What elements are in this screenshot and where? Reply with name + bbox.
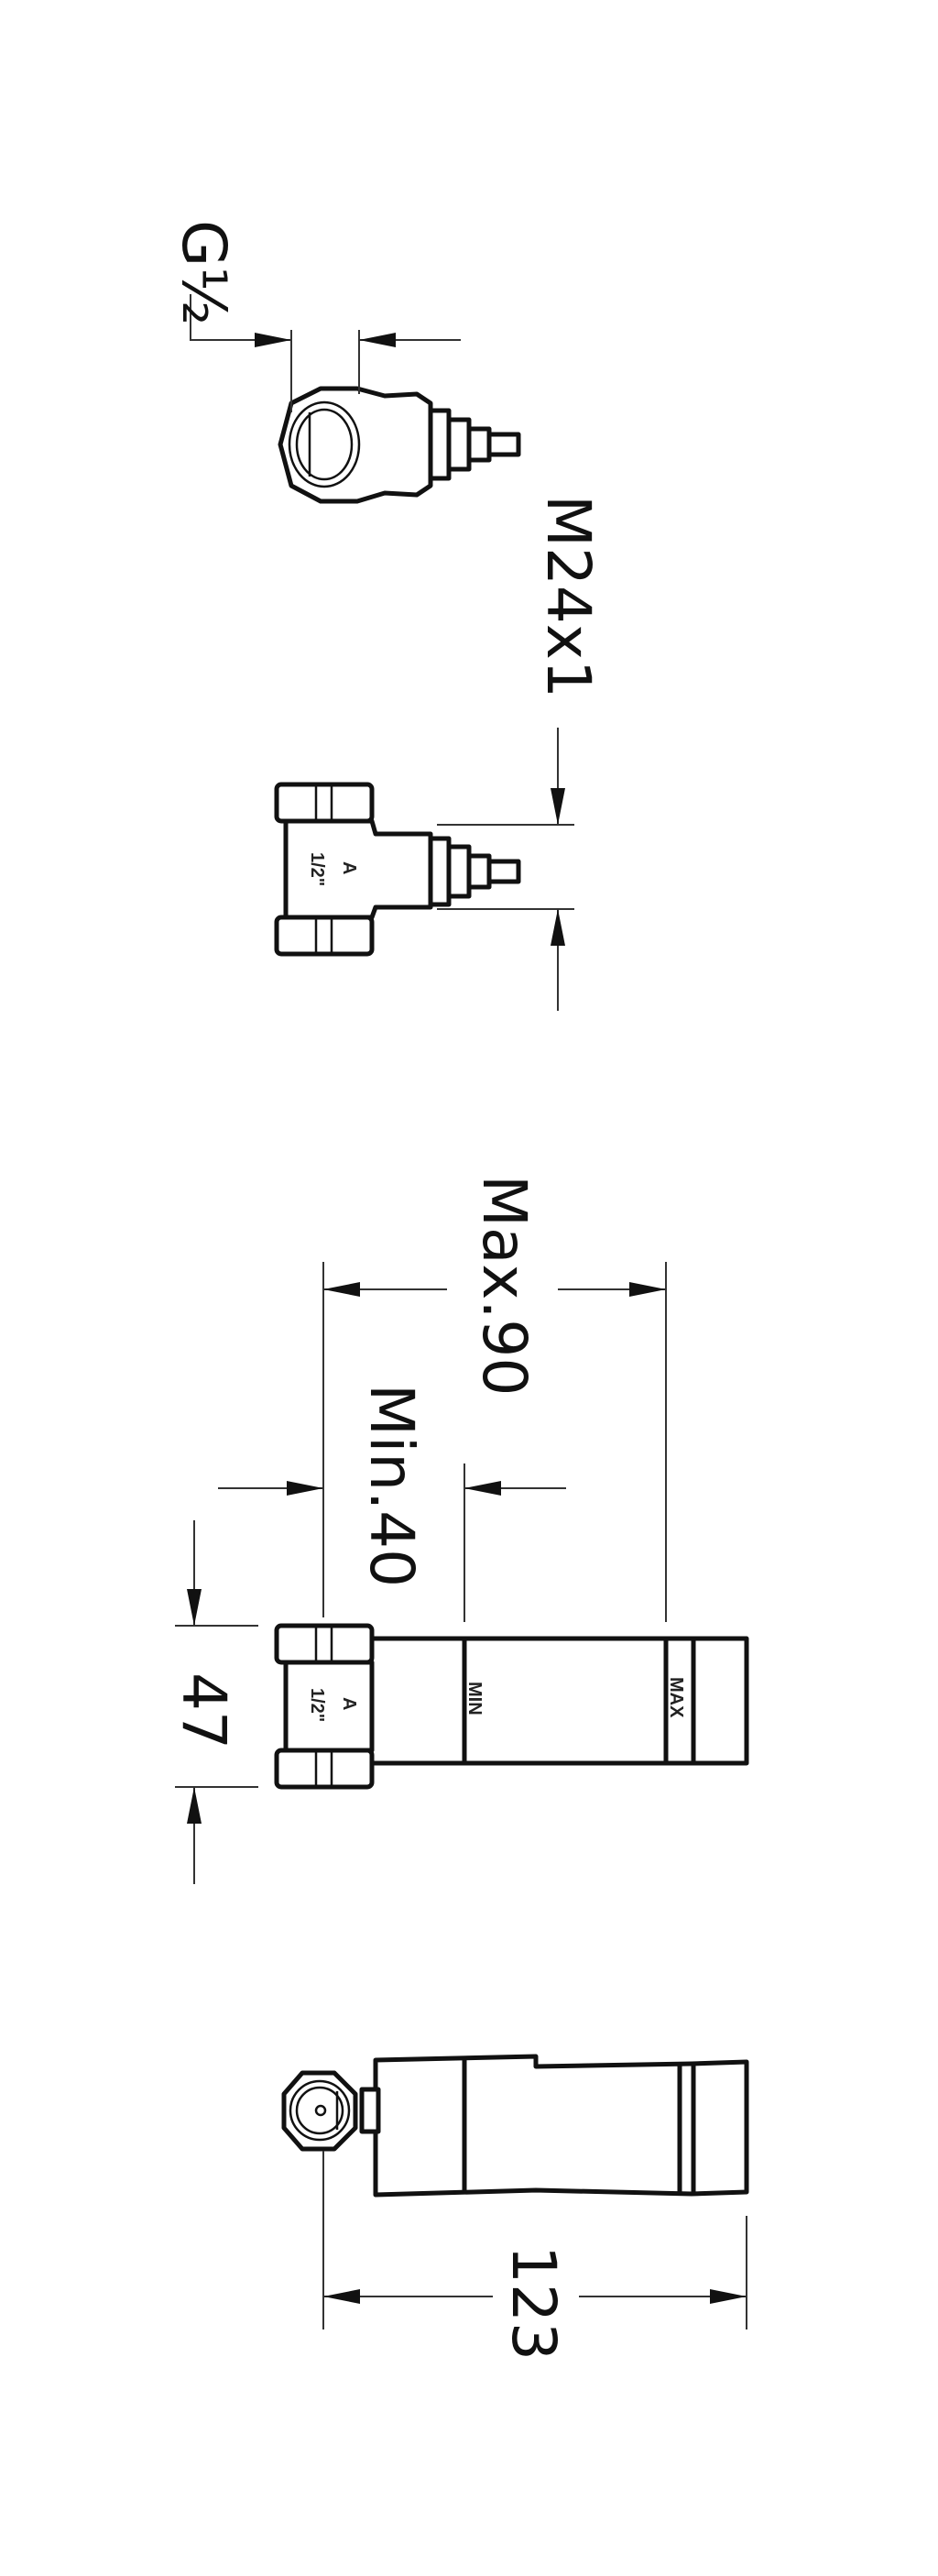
dimension-label-123: 123: [498, 2245, 569, 2361]
valve-with-sleeve-side-view: 1/2" A MIN MAX: [274, 1623, 749, 1790]
dimension-label-max-90: Max.90: [469, 1175, 540, 1396]
dimension-label-g-half: G½: [169, 220, 239, 325]
dimension-label-min-40: Min.40: [356, 1384, 427, 1587]
size-marking: 1/2": [307, 852, 327, 886]
flow-arrow-marking: A: [339, 861, 359, 874]
size-marking-2: 1/2": [307, 1688, 327, 1722]
dimension-min-40: Min.40: [218, 1384, 566, 1622]
dimension-g-half: G½: [169, 220, 461, 412]
dimension-m24x1: [437, 728, 574, 1011]
dimension-47: 47: [169, 1520, 258, 1884]
dimension-label-m24x1: M24x1: [533, 495, 604, 698]
valve-side-view: 1/2" A: [274, 782, 521, 957]
flow-arrow-marking-2: A: [339, 1697, 359, 1710]
sleeve-min-marking: MIN: [464, 1682, 485, 1716]
valve-with-sleeve-end-view: [281, 2054, 749, 2198]
dimension-max-90: Max.90: [322, 1175, 667, 1622]
dimension-123: 123: [322, 2151, 747, 2361]
valve-end-view: [278, 386, 521, 504]
sleeve-max-marking: MAX: [666, 1677, 686, 1718]
dimension-label-47: 47: [169, 1672, 239, 1749]
